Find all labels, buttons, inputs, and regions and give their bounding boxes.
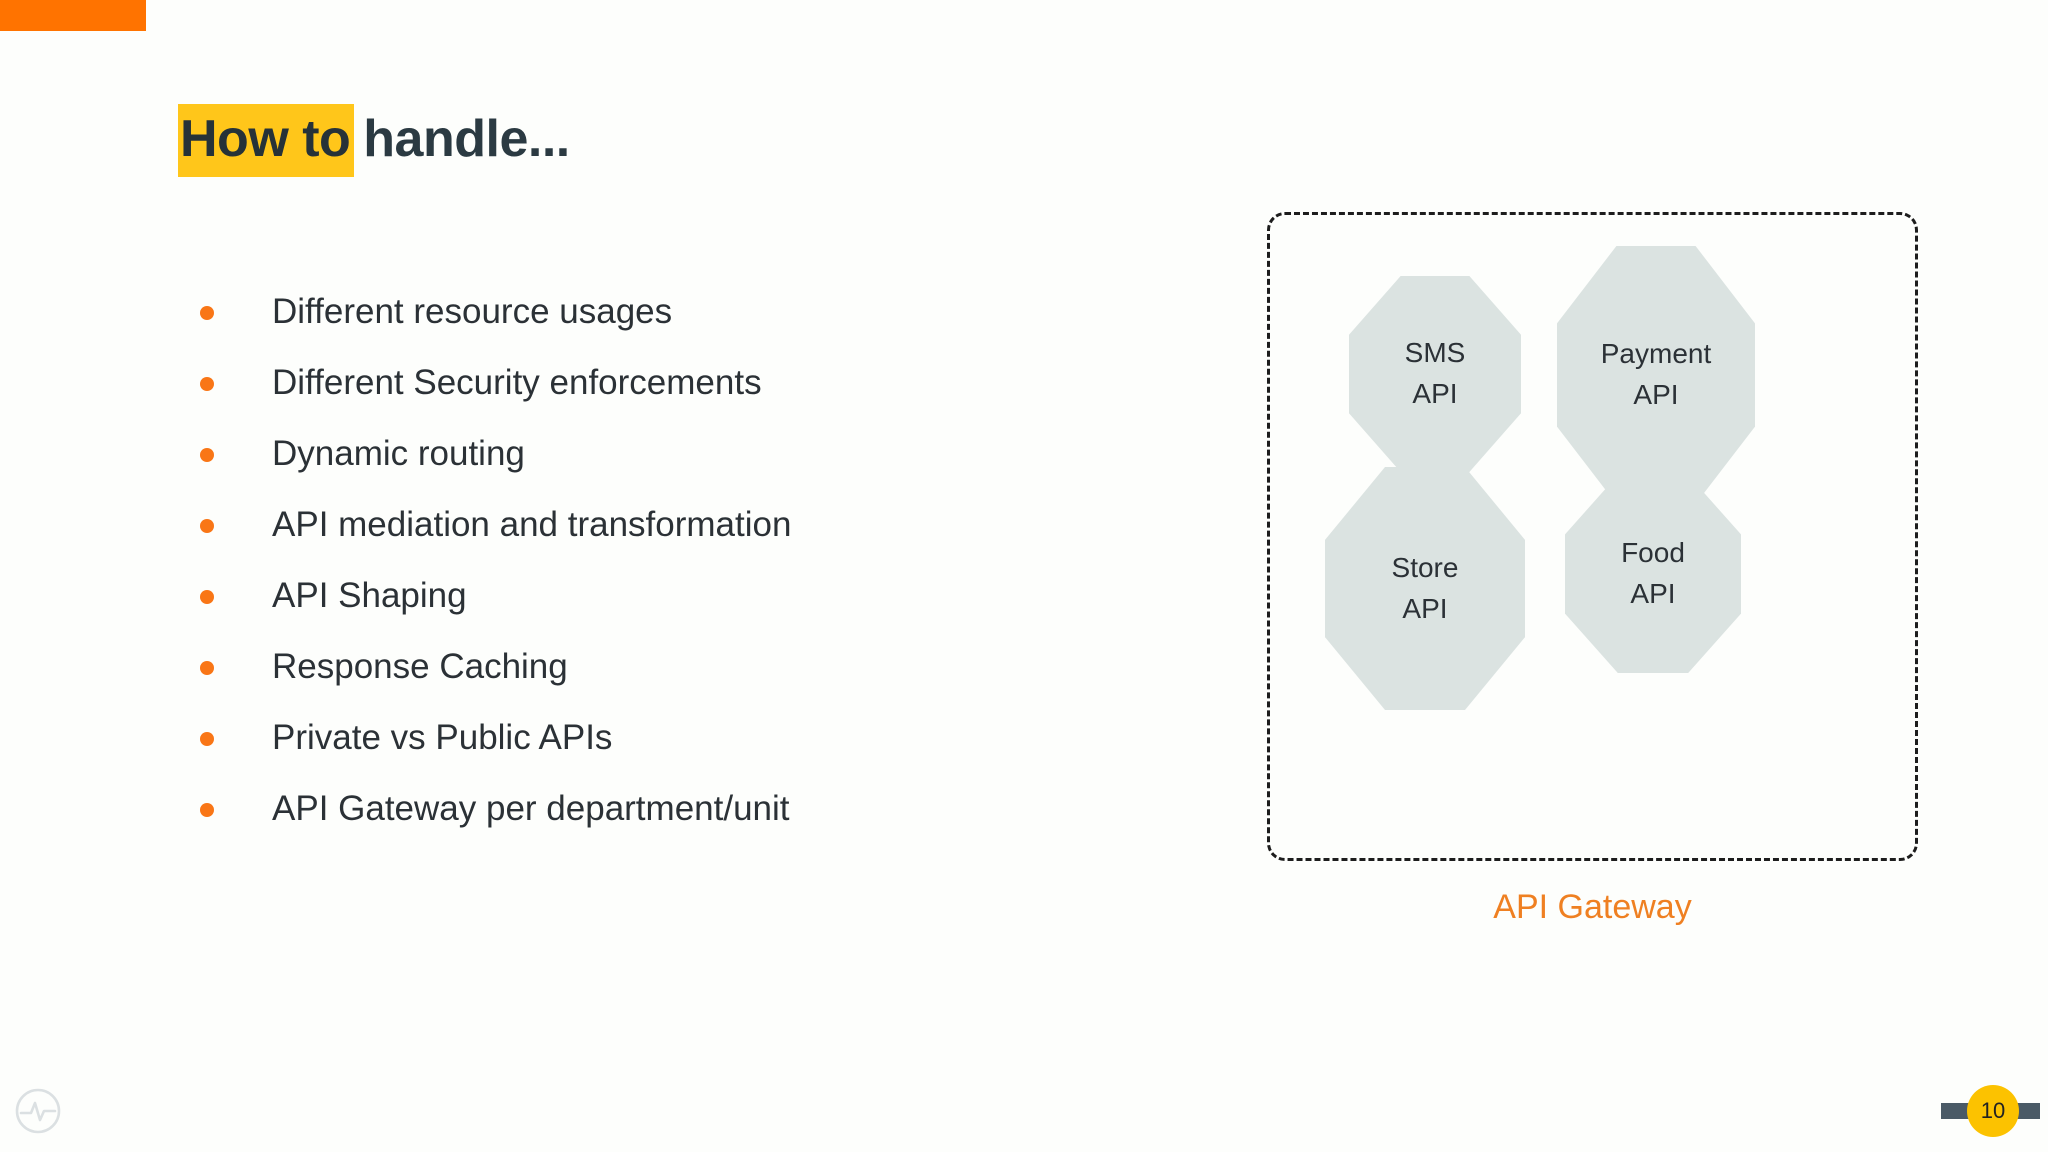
api-node-food: Food API (1565, 475, 1741, 673)
list-item-label: API mediation and transformation (272, 505, 792, 544)
list-item-label: Different Security enforcements (272, 363, 762, 402)
pulse-circle-logo-icon (14, 1087, 62, 1135)
list-item: Response Caching (200, 645, 1020, 716)
bullet-dot-icon (200, 306, 214, 320)
list-item-label: API Shaping (272, 576, 467, 615)
list-item-label: Response Caching (272, 647, 568, 686)
list-item-label: API Gateway per department/unit (272, 789, 790, 828)
list-item: Different Security enforcements (200, 361, 1020, 432)
api-node-title: Food (1621, 537, 1685, 569)
api-node-title: SMS (1404, 337, 1466, 369)
list-item-label: Different resource usages (272, 292, 673, 331)
bullet-dot-icon (200, 732, 214, 746)
accent-bar (0, 0, 146, 31)
bullet-dot-icon (200, 661, 214, 675)
api-gateway-caption: API Gateway (1493, 888, 1692, 926)
api-gateway-boundary (1267, 212, 1918, 861)
api-node-title: Store (1391, 551, 1459, 583)
bullet-list: Different resource usages Different Secu… (200, 290, 1020, 858)
list-item: API Shaping (200, 574, 1020, 645)
api-node-subtitle: API (1633, 379, 1679, 410)
list-item: Dynamic routing (200, 432, 1020, 503)
list-item: Different resource usages (200, 290, 1020, 361)
api-node-payment: Payment API (1557, 246, 1755, 504)
api-node-title: Payment (1600, 338, 1712, 370)
list-item: Private vs Public APIs (200, 716, 1020, 787)
bullet-dot-icon (200, 803, 214, 817)
list-item: API mediation and transformation (200, 503, 1020, 574)
api-node-subtitle: API (1402, 592, 1448, 624)
bullet-dot-icon (200, 590, 214, 604)
bullet-dot-icon (200, 519, 214, 533)
api-node-store: Store API (1325, 467, 1525, 710)
api-node-subtitle: API (1412, 378, 1458, 409)
api-node-subtitle: API (1630, 578, 1676, 609)
title-highlight: How to (178, 104, 355, 177)
list-item-label: Dynamic routing (272, 434, 525, 473)
api-node-sms: SMS API (1349, 276, 1521, 472)
list-item: API Gateway per department/unit (200, 787, 1020, 858)
list-item-label: Private vs Public APIs (272, 718, 613, 757)
page-number-badge: 10 (1967, 1085, 2019, 1137)
bullet-dot-icon (200, 377, 214, 391)
bullet-dot-icon (200, 448, 214, 462)
title-rest: handle... (363, 110, 570, 168)
